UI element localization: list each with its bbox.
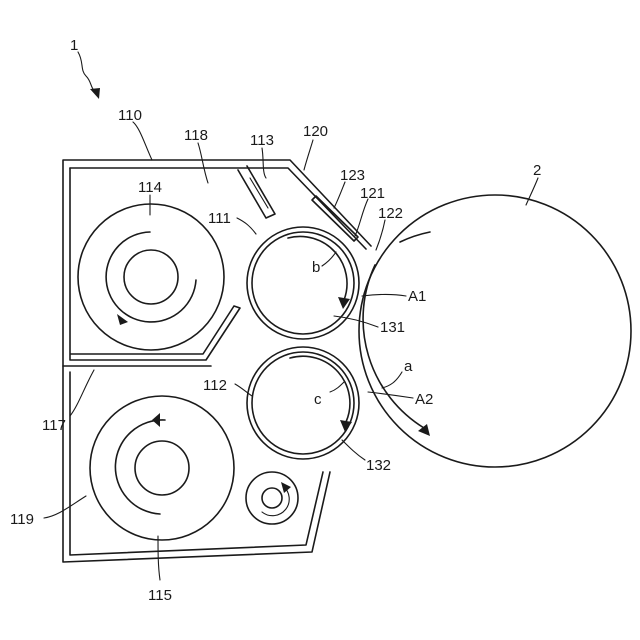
label-113: 113 (250, 132, 274, 149)
roller-115-core (135, 441, 189, 495)
label-c: c (314, 391, 322, 408)
label-A2: A2 (415, 391, 433, 408)
housing-inner-wall (70, 168, 240, 360)
roller-114-core (124, 250, 178, 304)
small-roller-arrowhead (281, 482, 291, 493)
label-119: 119 (10, 511, 34, 528)
label-110: 110 (118, 107, 142, 124)
blade-113-inner (250, 178, 268, 208)
roller-115-outer (90, 396, 234, 540)
label-112: 112 (203, 377, 227, 394)
roller-111-inner (252, 232, 354, 334)
leader-117 (70, 370, 94, 416)
lower-compartment-wall (70, 372, 323, 555)
drum-top-arrow (400, 232, 430, 242)
leader-111 (237, 218, 256, 234)
leader-b (322, 252, 336, 266)
label-131: 131 (380, 319, 405, 336)
leader-c (330, 382, 344, 392)
leader-113 (262, 148, 266, 178)
leader-a (382, 372, 402, 388)
blade-113 (238, 166, 275, 218)
roller-112-direction-c (290, 356, 350, 422)
label-drum: 2 (533, 162, 541, 179)
device-pointer-head (90, 88, 100, 99)
label-118: 118 (184, 127, 208, 144)
roller-115-arrowhead (152, 413, 160, 427)
roller-112-inner (252, 352, 354, 454)
leader-122 (376, 220, 385, 250)
label-114: 114 (138, 179, 162, 196)
leader-119 (44, 496, 86, 518)
leader-132 (342, 440, 365, 460)
roller-112-arrowhead (340, 420, 352, 432)
label-111: 111 (208, 210, 231, 227)
label-device: 1 (70, 37, 78, 54)
label-115: 115 (148, 587, 172, 604)
leader-120 (304, 140, 313, 170)
label-a: a (404, 358, 413, 375)
label-120: 120 (303, 123, 328, 140)
leader-118 (198, 143, 208, 183)
label-122: 122 (378, 205, 403, 222)
small-roller-core (262, 488, 282, 508)
roller-114-outer (78, 204, 224, 350)
device-pointer (78, 52, 96, 92)
leader-123 (334, 182, 345, 208)
leader-121 (355, 199, 368, 236)
roller-112-outer (247, 347, 359, 459)
label-123: 123 (340, 167, 365, 184)
roller-115-rotation-arrow (115, 420, 165, 514)
label-121: 121 (360, 185, 385, 202)
label-A1: A1 (408, 288, 426, 305)
leader-110 (133, 122, 152, 160)
roller-114-rotation-arrow (106, 232, 196, 322)
roller-114-arrowhead (117, 314, 128, 325)
label-132: 132 (366, 457, 391, 474)
label-b: b (312, 259, 320, 276)
roller-111-outer (247, 227, 359, 339)
leader-A1 (362, 295, 406, 297)
label-117: 117 (42, 417, 66, 434)
